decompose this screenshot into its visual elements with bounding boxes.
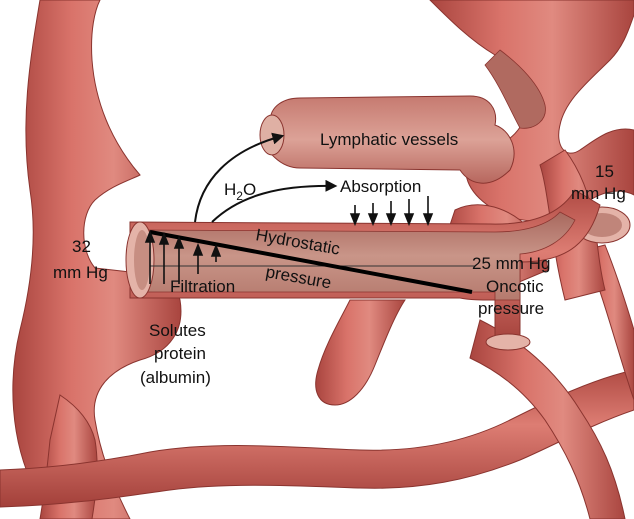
filtration-label: Filtration xyxy=(170,277,235,296)
absorption-arrow xyxy=(405,199,413,224)
oncotic-pressure-value: 25 mm Hg xyxy=(472,254,550,273)
oncotic-label: Oncotic xyxy=(486,277,544,296)
lower-middle-branch xyxy=(316,300,405,405)
venous-pressure-unit: mm Hg xyxy=(571,184,626,203)
solutes-label: Solutes xyxy=(149,321,206,340)
lymphatic-vessel: Lymphatic vessels xyxy=(260,96,514,183)
venous-pressure-value: 15 xyxy=(595,162,614,181)
absorption-arrows xyxy=(351,196,432,224)
albumin-label: (albumin) xyxy=(140,368,211,387)
absorption-arrow xyxy=(369,203,377,224)
absorption-arrow xyxy=(387,201,395,224)
absorption-label: Absorption xyxy=(340,177,421,196)
oncotic-pressure-label: pressure xyxy=(478,299,544,318)
arterial-pressure-value: 32 xyxy=(72,237,91,256)
absorption-arrow xyxy=(424,196,432,224)
lymphatic-label: Lymphatic vessels xyxy=(320,130,458,149)
h2o-label: H2O xyxy=(224,180,256,203)
absorption-arrow xyxy=(351,205,359,224)
protein-label: protein xyxy=(154,344,206,363)
arterial-pressure-unit: mm Hg xyxy=(53,263,108,282)
lymphatic-opening xyxy=(260,115,284,155)
capillary-outlet-face xyxy=(486,334,530,350)
